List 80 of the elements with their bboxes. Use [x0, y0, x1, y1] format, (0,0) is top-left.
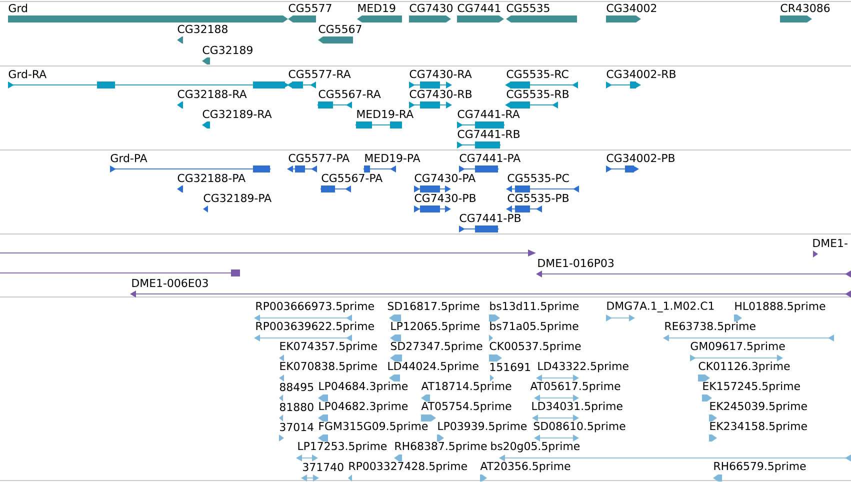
feature-label: CG7441-PA: [460, 154, 520, 162]
feature-label: MED19-RA: [357, 110, 414, 118]
feature-label: AT20356.5prime: [480, 462, 570, 472]
feature-label: 151691: [490, 362, 530, 372]
feature-label: CG7430: [410, 4, 452, 12]
feature-label: CG5577-RA: [288, 70, 351, 78]
feature-label: Grd-PA: [110, 154, 148, 162]
feature-label: SD16817.5prime: [388, 302, 480, 312]
feature-label: CG7430-PA: [414, 174, 476, 182]
feature-label: CG5567: [318, 24, 362, 34]
feature-label: CG5567-RA: [318, 90, 381, 98]
feature-label: CG5567-PA: [322, 174, 382, 182]
feature-label: bs13d11.5prime: [490, 302, 578, 312]
feature-label: bs71a05.5prime: [490, 322, 578, 332]
feature-label: CG7430-RA: [410, 70, 472, 78]
feature-label: RP003639622.5prime: [256, 322, 374, 332]
feature-label: CG34002-PB: [606, 154, 674, 162]
feature-label: LD43322.5prime: [538, 362, 628, 372]
feature-label: CG5577-PA: [288, 154, 350, 162]
feature-label: HL01888.5prime: [735, 302, 826, 312]
feature-label: CG7430-RB: [410, 90, 472, 98]
feature-label: FGM315G09.5prime: [319, 422, 428, 432]
feature-label: LP17253.5prime: [298, 442, 387, 452]
feature-label: Grd-RA: [8, 70, 46, 78]
feature-label: CG32189: [202, 46, 252, 54]
feature-label: DMG7A.1_1.M02.C1: [607, 302, 714, 312]
feature-label: CG5535-PB: [508, 194, 569, 202]
feature-label: EK234158.5prime: [710, 422, 807, 432]
feature-label: CG5535-PC: [508, 174, 569, 182]
feature-label: CK01126.3prime: [698, 362, 790, 372]
feature-label: CG7441-RB: [458, 130, 520, 138]
feature-label: CG5535-RB: [506, 90, 569, 98]
feature-label: 88495: [280, 382, 314, 392]
feature-label: LP04682.3prime: [319, 402, 408, 412]
feature-label: AT05754.5prime: [421, 402, 512, 412]
feature-label: LP12065.5prime: [391, 322, 480, 332]
feature-label: RE63738.5prime: [665, 322, 756, 332]
feature-label: LP04684.3prime: [319, 382, 408, 392]
feature-label: CG7441-RA: [458, 110, 520, 118]
feature-label: AT18714.5prime: [421, 382, 512, 392]
feature-label: CG32188-PA: [178, 174, 246, 182]
feature-label: RP003327428.5prime: [349, 462, 467, 472]
feature-label: DME1-016P03: [538, 258, 614, 268]
feature-label: Grd: [8, 4, 27, 12]
feature-label: CG32189-RA: [202, 110, 272, 118]
feature-label: DME1-: [813, 239, 848, 247]
feature-label: EK157245.5prime: [703, 382, 800, 392]
feature-label: DME1-006E03: [132, 278, 208, 288]
feature-label: EK070838.5prime: [280, 362, 377, 372]
feature-label: RH68387.5prime: [395, 442, 487, 452]
feature-label: CG32189-PA: [204, 194, 272, 202]
feature-label: EK074357.5prime: [280, 342, 377, 352]
feature-label: GM09617.5prime: [690, 342, 785, 352]
feature-label: bs20g05.5prime: [491, 442, 580, 452]
feature-label: CG7441: [458, 4, 500, 12]
feature-label: CG34002: [606, 4, 656, 12]
feature-label: LP03939.5prime: [438, 422, 527, 432]
feature-label: 37014: [280, 422, 314, 432]
feature-label: CG5535: [506, 4, 550, 12]
feature-label: MED19-PA: [365, 154, 420, 162]
feature-label: MED19: [358, 4, 396, 12]
feature-label: CK00537.5prime: [490, 342, 581, 352]
feature-label: CG32188-RA: [178, 90, 247, 98]
feature-label: CG7430-PB: [414, 194, 476, 202]
feature-label: CG5577: [288, 4, 332, 12]
feature-label: CG5535-RC: [506, 70, 568, 78]
feature-label: CG32188: [178, 24, 228, 34]
feature-label: LD34031.5prime: [532, 402, 622, 412]
feature-label: 81880: [280, 402, 314, 412]
feature-label: AT05617.5prime: [530, 382, 620, 392]
feature-label: LD44024.5prime: [388, 362, 478, 372]
feature-label: RP003666973.5prime: [256, 302, 374, 312]
feature-label: CG34002-RB: [606, 70, 676, 78]
feature-label: SD08610.5prime: [534, 422, 626, 432]
feature-label: EK245039.5prime: [710, 402, 807, 412]
feature-label: CR43086: [780, 4, 830, 12]
feature-label: RH66579.5prime: [714, 462, 806, 472]
feature-label: SD27347.5prime: [390, 342, 482, 352]
feature-label: 371740: [303, 462, 344, 472]
feature-label: CG7441-PB: [460, 214, 521, 222]
